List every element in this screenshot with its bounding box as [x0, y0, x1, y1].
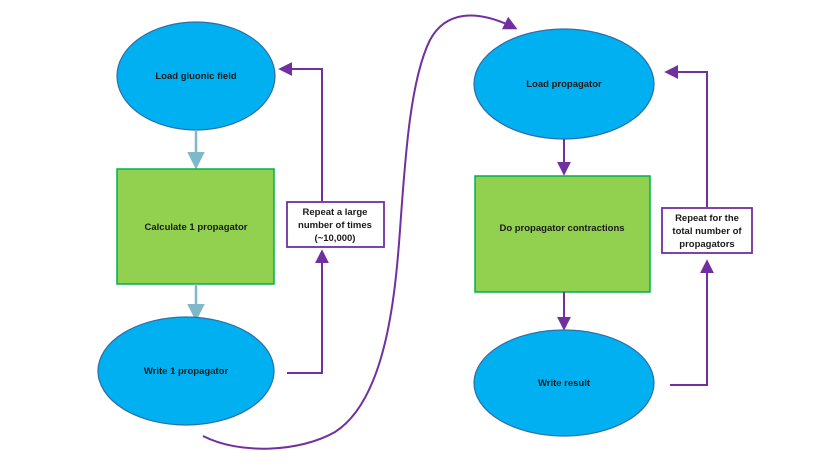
write-propagator-label: Write 1 propagator	[144, 366, 229, 377]
left-repeat-line-1: Repeat a large	[303, 207, 368, 218]
right-loop-return	[670, 259, 714, 386]
flow-transition-curve	[202, 14, 518, 450]
write-result-node: Write result	[473, 329, 655, 437]
right-repeat-line-2: total number of	[672, 226, 742, 237]
load-gluonic-field-node: Load gluonic field	[116, 21, 276, 131]
contractions-node: Do propagator contractions	[474, 175, 651, 293]
left-repeat-line-3: (~10,000)	[315, 233, 356, 244]
write-result-label: Write result	[538, 378, 591, 389]
load-propagator-label: Load propagator	[526, 79, 602, 90]
write-propagator-node: Write 1 propagator	[97, 316, 275, 426]
calculate-propagator-node: Calculate 1 propagator	[116, 168, 275, 285]
calculate-propagator-label: Calculate 1 propagator	[145, 222, 248, 233]
left-repeat-line-2: number of times	[298, 220, 372, 231]
left-loop-return	[287, 249, 329, 374]
contractions-label: Do propagator contractions	[499, 223, 624, 234]
left-flow: Load gluonic field Calculate 1 propagato…	[97, 21, 385, 426]
right-loop-up	[664, 65, 708, 207]
load-propagator-node: Load propagator	[473, 28, 655, 140]
left-repeat-note: Repeat a large number of times (~10,000)	[286, 201, 385, 248]
right-repeat-line-1: Repeat for the	[675, 213, 739, 224]
left-loop-up	[278, 62, 323, 201]
load-gluonic-field-label: Load gluonic field	[155, 71, 236, 82]
right-repeat-note: Repeat for the total number of propagato…	[661, 207, 753, 254]
right-repeat-line-3: propagators	[679, 239, 734, 250]
right-flow: Load propagator Do propagator contractio…	[473, 28, 753, 437]
